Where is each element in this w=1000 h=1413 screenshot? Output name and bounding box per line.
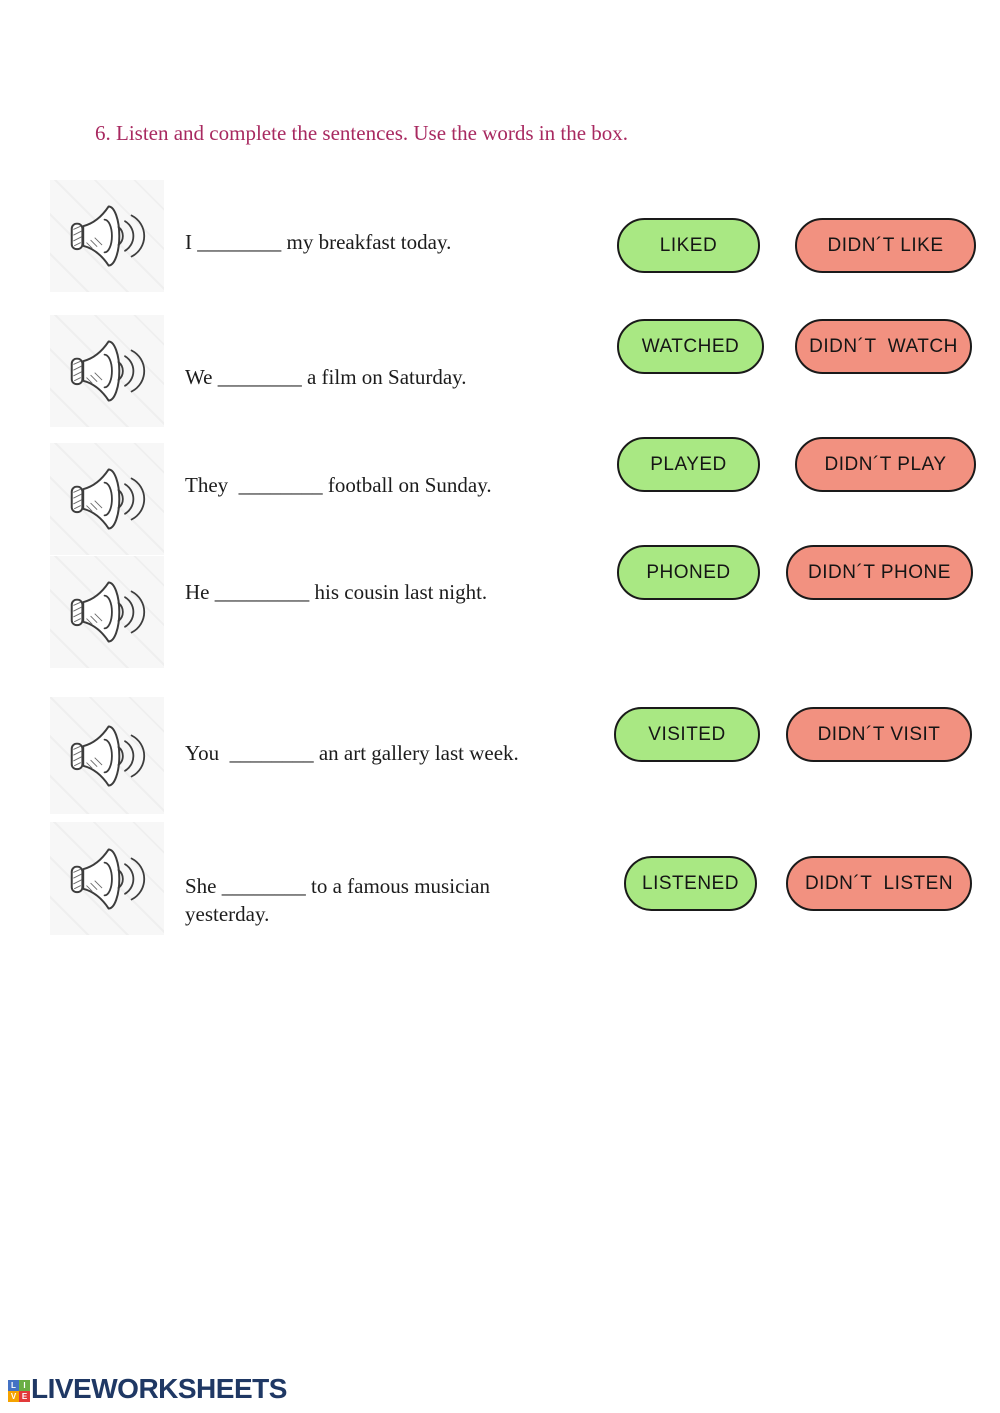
sentence-line-1: She ________ to a famous musician [185,874,491,898]
sentence-text: You ________ an art gallery last week. [185,741,519,765]
logo-letter-e: E [19,1391,30,1402]
speaker-icon [66,462,148,536]
answer-option-positive[interactable]: PLAYED [617,437,760,492]
answer-option-positive[interactable]: WATCHED [617,319,764,374]
audio-play-button[interactable] [50,822,164,935]
audio-play-button[interactable] [50,697,164,814]
speaker-icon [66,199,148,273]
speaker-icon [66,575,148,649]
audio-play-button[interactable] [50,315,164,427]
liveworksheets-brand[interactable]: L I V E LIVEWORKSHEETS [8,1373,287,1404]
answer-option-positive[interactable]: PHONED [617,545,760,600]
sentence-line-2: yesterday. [185,902,270,926]
answer-option-negative[interactable]: DIDN´T VISIT [786,707,972,762]
sentence-text: He _________ his cousin last night. [185,580,488,604]
logo-letter-l: L [8,1380,19,1391]
speaker-icon [66,334,148,408]
audio-play-button[interactable] [50,180,164,292]
liveworksheets-logo-icon: L I V E [8,1380,30,1402]
answer-option-positive[interactable]: LISTENED [624,856,757,911]
answer-option-negative[interactable]: DIDN´T PLAY [795,437,976,492]
brand-wordmark: LIVEWORKSHEETS [31,1373,287,1404]
answer-option-positive[interactable]: LIKED [617,218,760,273]
answer-option-negative[interactable]: DIDN´T LIKE [795,218,976,273]
speaker-icon [66,719,148,793]
answer-option-negative[interactable]: DIDN´T PHONE [786,545,973,600]
answer-option-negative[interactable]: DIDN´T WATCH [795,319,972,374]
sentence-text: We ________ a film on Saturday. [185,365,467,389]
answer-option-positive[interactable]: VISITED [614,707,760,762]
audio-play-button[interactable] [50,556,164,668]
logo-letter-i: I [19,1380,30,1391]
sentence-text: She ________ to a famous musician yesterd… [185,872,490,928]
sentence-text: They ________ football on Sunday. [185,473,492,497]
speaker-icon [66,842,148,916]
sentence-text: I ________ my breakfast today. [185,230,452,254]
logo-letter-v: V [8,1391,19,1402]
exercise-title: 6. Listen and complete the sentences. Us… [95,121,629,145]
answer-option-negative[interactable]: DIDN´T LISTEN [786,856,972,911]
audio-play-button[interactable] [50,443,164,555]
